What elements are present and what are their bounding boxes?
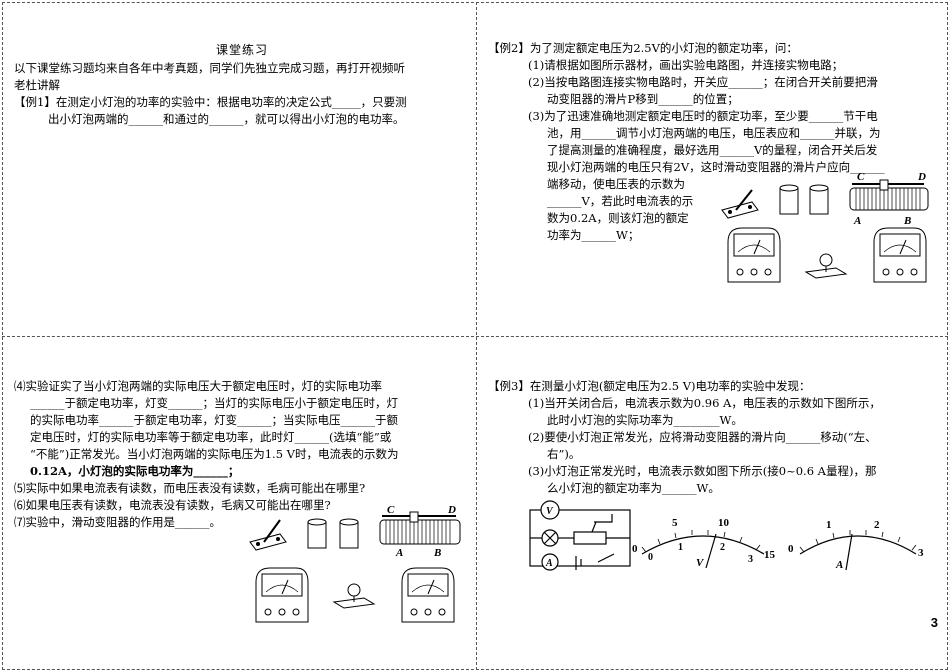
q3-line-7: ⑸实际中如果电流表有读数，而电压表没有读数，毛病可能出在哪里? bbox=[14, 481, 366, 495]
example2-line-1: 【例2】为了测定额定电压为2.5V的小灯泡的额定功率，问： bbox=[488, 41, 798, 55]
example2-line-2: (1)请根据如图所示器材，画出实验电路图，并连接实物电路； bbox=[528, 58, 844, 72]
section-title: 课堂练习 bbox=[216, 43, 269, 57]
label-b: B bbox=[903, 215, 911, 227]
q4-text: 【例3】在测量小灯泡(额定电压为2.5 V)电功率的实验中发现： (1)当开关闭… bbox=[488, 378, 881, 497]
example2-line-9: 端移动，使电压表的示数为 bbox=[547, 177, 685, 191]
example2-line-7: 了提高测量的准确程度，最好选用______V的量程，闭合开关后发 bbox=[547, 143, 878, 157]
ammeter-top-2: 2 bbox=[874, 519, 880, 531]
circuit-voltmeter-label: V bbox=[546, 506, 554, 517]
example2-line-10: ______V，若此时电流表的示 bbox=[547, 194, 694, 208]
voltmeter-zero: 0 bbox=[632, 543, 638, 555]
label-c: C bbox=[857, 172, 865, 183]
example3-line-3: 此时小灯泡的实际功率为________W。 bbox=[547, 413, 743, 427]
label-b: B bbox=[433, 547, 441, 559]
ammeter-scale: 1 2 0 3 A bbox=[788, 519, 924, 571]
meter-icon bbox=[727, 227, 781, 283]
example3-line-1: 【例3】在测量小灯泡(额定电压为2.5 V)电功率的实验中发现： bbox=[488, 379, 811, 393]
label-a: A bbox=[395, 547, 403, 559]
label-d: D bbox=[917, 172, 926, 183]
ammeter-label: A bbox=[835, 559, 843, 571]
example2-line-4: 动变阻器的滑片P移到______的位置； bbox=[547, 92, 739, 106]
rheostat-icon: C D A B bbox=[849, 172, 929, 227]
q3-line-9: ⑺实验中，滑动变阻器的作用是______。 bbox=[14, 515, 221, 529]
intro-line-1: 以下课堂练习题均来自各年中考真题，同学们先独立完成习题，再打开视频听 bbox=[14, 61, 405, 75]
q3-line-5: “不能”)正常发光。当小灯泡两端的实际电压为1.5 V时，电流表的示数为 bbox=[30, 447, 399, 461]
ammeter-top-1: 1 bbox=[826, 519, 832, 531]
meter-icon bbox=[255, 567, 309, 623]
q3-line-6: 0.12A，小灯泡的实际电功率为______； bbox=[30, 464, 240, 478]
circuit-ammeter-label: A bbox=[545, 558, 553, 569]
q1-text: 以下课堂练习题均来自各年中考真题，同学们先独立完成习题，再打开视频听 老杜讲解 … bbox=[14, 60, 407, 128]
q3-line-2: ______于额定电功率，灯变______；当灯的实际电压小于额定电压时，灯 bbox=[30, 396, 398, 410]
voltmeter-bottom-2: 2 bbox=[720, 542, 725, 553]
ammeter-bottom-3: 3 bbox=[918, 547, 924, 559]
battery-icon bbox=[307, 518, 359, 549]
q4-figure: V A 0 5 10 15 0 1 2 3 V 1 2 0 3 A bbox=[529, 500, 924, 571]
battery-icon bbox=[779, 184, 829, 215]
meter-icon bbox=[873, 227, 927, 283]
voltmeter-bottom-0: 0 bbox=[648, 552, 653, 563]
voltmeter-bottom-1: 1 bbox=[678, 542, 683, 553]
voltmeter-scale: 0 5 10 15 0 1 2 3 V bbox=[632, 517, 776, 569]
voltmeter-end: 15 bbox=[764, 549, 776, 561]
page-number: 3 bbox=[930, 615, 938, 630]
horizontal-divider bbox=[2, 336, 948, 337]
example1-line-1: 【例1】在测定小灯泡的功率的实验中：根据电功率的决定公式_____，只要测 bbox=[14, 95, 407, 109]
voltmeter-top-5: 5 bbox=[672, 517, 678, 529]
bulb-icon bbox=[804, 253, 848, 279]
rheostat-icon: C D A B bbox=[379, 504, 461, 559]
label-d: D bbox=[447, 504, 456, 516]
example1-line-2: 出小灯泡两端的______和通过的______，就可以得出小灯泡的电功率。 bbox=[48, 112, 405, 126]
q2-apparatus-figure: C D A B bbox=[721, 172, 929, 283]
example3-line-6: (3)小灯泡正常发光时，电流表示数如图下所示(接0~0.6 A量程)，那 bbox=[528, 464, 877, 478]
example3-line-7: 么小灯泡的额定功率为______W。 bbox=[547, 481, 720, 495]
voltmeter-label: V bbox=[696, 557, 705, 569]
switch-icon bbox=[721, 189, 759, 219]
q3-line-3: 的实际电功率______于额定电功率，灯变______；当实际电压______于… bbox=[30, 413, 398, 427]
example3-line-4: (2)要使小灯泡正常发光，应将滑动变阻器的滑片向______移动(“左、 bbox=[528, 430, 877, 444]
intro-line-2: 老杜讲解 bbox=[14, 78, 60, 92]
example2-line-3: (2)当按电路图连接实物电路时，开关应______；在闭合开关前要把滑 bbox=[528, 75, 878, 89]
label-c: C bbox=[387, 504, 395, 516]
q3-line-1: ⑷实验证实了当小灯泡两端的实际电压大于额定电压时，灯的实际电功率 bbox=[14, 379, 382, 393]
voltmeter-bottom-3: 3 bbox=[748, 554, 753, 565]
example2-line-11: 数为0.2A，则该灯泡的额定 bbox=[547, 211, 689, 225]
q3-line-4: 定电压时，灯的实际电功率等于额定电功率，此时灯______(选填“能”或 bbox=[30, 430, 392, 444]
q3-text: ⑷实验证实了当小灯泡两端的实际电压大于额定电压时，灯的实际电功率 ______于… bbox=[14, 378, 399, 531]
bulb-icon bbox=[332, 583, 376, 609]
example2-line-5: (3)为了迅速准确地测定额定电压时的额定功率，至少要______节干电 bbox=[528, 109, 878, 123]
example2-line-12: 功率为______W； bbox=[547, 228, 640, 242]
voltmeter-top-10: 10 bbox=[718, 517, 730, 529]
example3-line-5: 右”)。 bbox=[547, 447, 581, 461]
label-a: A bbox=[853, 215, 861, 227]
circuit-diagram bbox=[529, 500, 631, 571]
example3-line-2: (1)当开关闭合后，电流表示数为0.96 A，电压表的示数如下图所示， bbox=[528, 396, 881, 410]
example2-line-8: 现小灯泡两端的电压只有2V，这时滑动变阻器的滑片户应向______ bbox=[547, 160, 885, 174]
example2-line-6: 池，用______调节小灯泡两端的电压，电压表应和______并联，为 bbox=[547, 126, 881, 140]
q3-apparatus-figure: C D A B bbox=[249, 504, 461, 623]
meter-icon bbox=[401, 567, 455, 623]
ammeter-bottom-0: 0 bbox=[788, 543, 794, 555]
q2-text: 【例2】为了测定额定电压为2.5V的小灯泡的额定功率，问： (1)请根据如图所示… bbox=[488, 40, 885, 244]
switch-icon bbox=[249, 519, 287, 551]
q3-line-8: ⑹如果电压表有读数，电流表没有读数，毛病又可能出在哪里? bbox=[14, 498, 331, 512]
